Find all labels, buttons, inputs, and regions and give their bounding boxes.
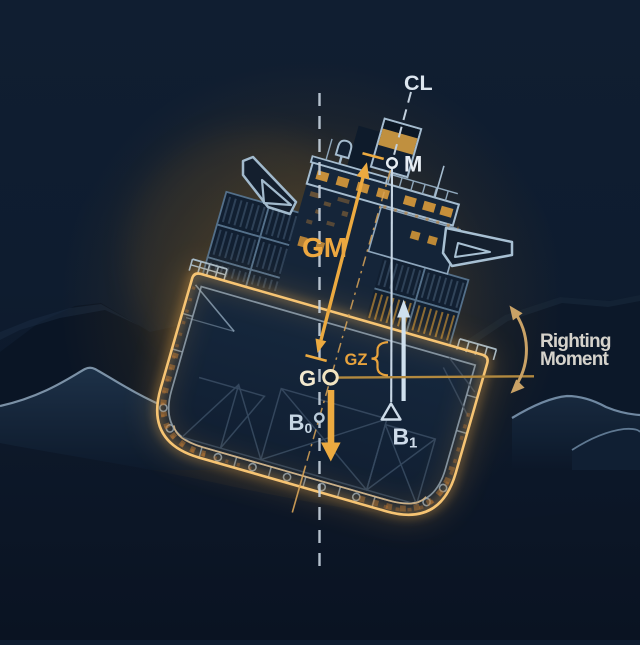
svg-text:GZ: GZ	[345, 351, 368, 369]
svg-text:0: 0	[305, 420, 313, 436]
svg-text:CL: CL	[404, 71, 433, 95]
svg-text:GM: GM	[302, 232, 347, 263]
svg-text:1: 1	[409, 435, 417, 452]
svg-text:G: G	[299, 366, 316, 391]
svg-text:B: B	[393, 424, 410, 450]
svg-text:M: M	[404, 152, 422, 177]
svg-text:Moment: Moment	[540, 349, 610, 370]
svg-text:Righting: Righting	[540, 331, 611, 352]
svg-text:B: B	[289, 410, 305, 435]
